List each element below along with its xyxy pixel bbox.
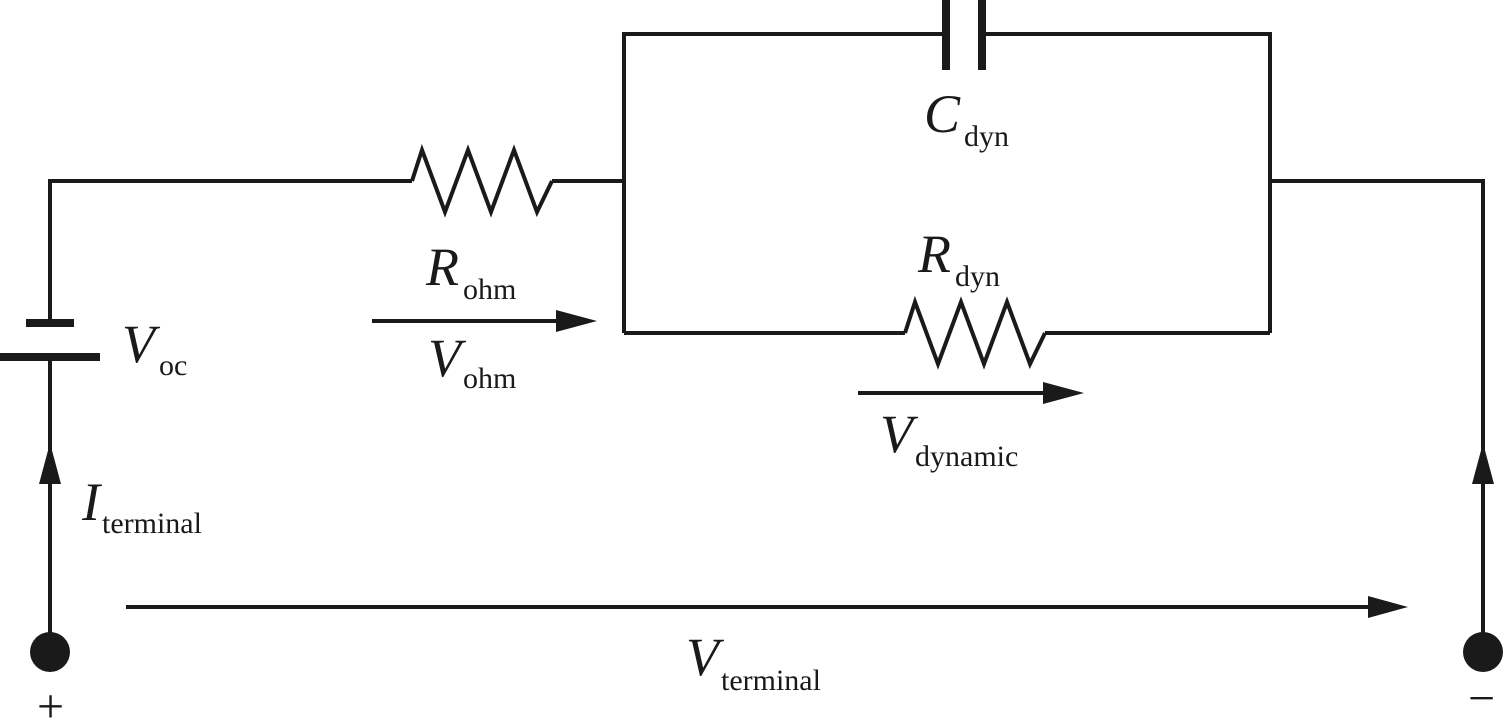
- arrow-v-ohm: [372, 310, 597, 332]
- resistor-r-dyn: [903, 295, 1047, 370]
- wire-parallel-top-right: [982, 32, 1272, 333]
- arrow-i-terminal-left: [39, 443, 61, 484]
- label-v-terminal: Vterminal: [686, 627, 821, 697]
- capacitor-c-dyn: [942, 0, 986, 70]
- arrow-v-terminal: [126, 596, 1408, 618]
- wire-parallel-top-left: [622, 32, 946, 333]
- wire-right: [1270, 179, 1485, 652]
- battery-v-oc: [0, 319, 100, 361]
- label-v-dynamic: Vdynamic: [880, 404, 1018, 473]
- arrow-v-dynamic: [858, 382, 1084, 404]
- arrow-i-terminal-right: [1472, 443, 1494, 484]
- label-v-ohm: Vohm: [428, 328, 516, 395]
- terminal-positive-node: [30, 632, 70, 672]
- circuit-wires: [48, 32, 1485, 652]
- resistor-r-ohm: [410, 143, 554, 218]
- label-i-terminal: Iterminal: [81, 472, 202, 540]
- terminal-positive-sign: +: [37, 680, 64, 724]
- wire-left-top: [48, 179, 412, 323]
- terminal-negative-sign: −: [1468, 672, 1495, 724]
- terminal-negative-node: [1463, 632, 1503, 672]
